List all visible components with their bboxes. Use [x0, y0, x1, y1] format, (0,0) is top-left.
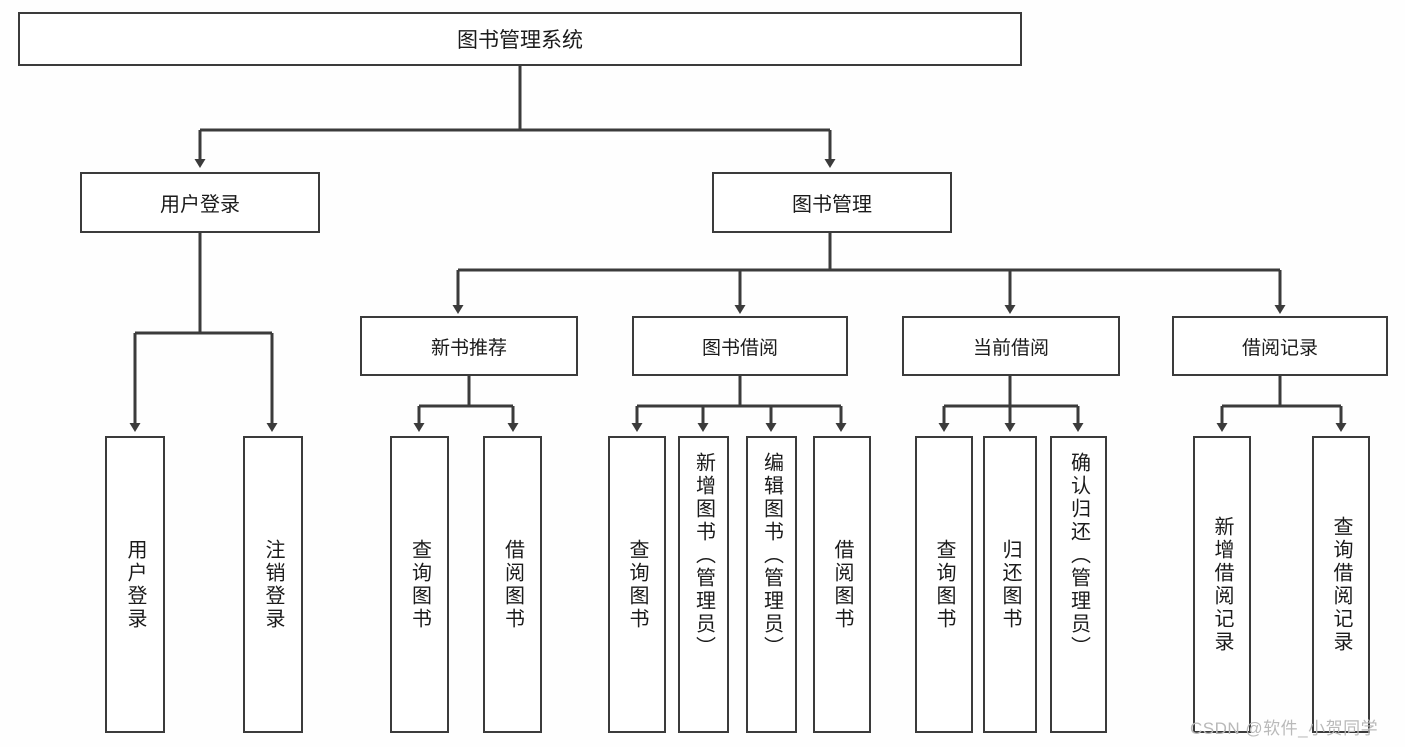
- leaf-label: 查询图书: [408, 538, 431, 631]
- leaf-label: 新增借阅记录: [1211, 515, 1233, 654]
- leaf-new-book-query[interactable]: 查询图书: [390, 436, 449, 733]
- leaf-borrow-record-query[interactable]: 查询借阅记录: [1312, 436, 1370, 733]
- node-user-login[interactable]: 用户登录: [80, 172, 320, 233]
- node-current-borrow[interactable]: 当前借阅: [902, 316, 1120, 376]
- leaf-book-borrow-lend[interactable]: 借阅图书: [813, 436, 871, 733]
- leaf-book-borrow-query[interactable]: 查询图书: [608, 436, 666, 733]
- leaf-current-borrow-query[interactable]: 查询图书: [915, 436, 973, 733]
- node-book-management-label: 图书管理: [792, 194, 872, 216]
- leaf-borrow-record-add[interactable]: 新增借阅记录: [1193, 436, 1251, 733]
- leaf-label: 编辑图书（管理员）: [760, 452, 783, 659]
- leaf-label: 新增图书（管理员）: [692, 452, 715, 659]
- leaf-user-login-signout[interactable]: 注销登录: [243, 436, 303, 733]
- node-book-management[interactable]: 图书管理: [712, 172, 952, 233]
- node-book-borrow-label: 图书借阅: [701, 337, 778, 359]
- leaf-new-book-borrow[interactable]: 借阅图书: [483, 436, 542, 733]
- leaf-label: 归还图书: [999, 538, 1021, 631]
- leaf-book-borrow-add[interactable]: 新增图书（管理员）: [678, 436, 729, 733]
- leaf-book-borrow-edit[interactable]: 编辑图书（管理员）: [746, 436, 797, 733]
- leaf-label: 查询图书: [933, 538, 955, 631]
- leaf-current-borrow-return[interactable]: 归还图书: [983, 436, 1037, 733]
- node-borrow-record[interactable]: 借阅记录: [1172, 316, 1388, 376]
- node-root[interactable]: 图书管理系统: [18, 12, 1022, 66]
- node-user-login-label: 用户登录: [160, 194, 240, 216]
- leaf-label: 借阅图书: [831, 538, 853, 631]
- leaf-label: 确认归还（管理员）: [1067, 452, 1090, 659]
- watermark: CSDN @软件_小贺同学: [1190, 719, 1379, 738]
- leaf-label: 查询图书: [626, 538, 648, 631]
- node-new-book-recommend-label: 新书推荐: [430, 337, 507, 359]
- leaf-label: 查询借阅记录: [1330, 515, 1352, 654]
- node-current-borrow-label: 当前借阅: [972, 337, 1049, 359]
- node-root-label: 图书管理系统: [457, 29, 583, 52]
- leaf-label: 借阅图书: [501, 538, 524, 631]
- leaf-label: 注销登录: [262, 538, 284, 631]
- leaf-user-login-signin[interactable]: 用户登录: [105, 436, 165, 733]
- node-new-book-recommend[interactable]: 新书推荐: [360, 316, 578, 376]
- node-borrow-record-label: 借阅记录: [1241, 337, 1318, 359]
- leaf-label: 用户登录: [124, 538, 146, 631]
- node-book-borrow[interactable]: 图书借阅: [632, 316, 848, 376]
- leaf-current-borrow-confirm-return[interactable]: 确认归还（管理员）: [1050, 436, 1107, 733]
